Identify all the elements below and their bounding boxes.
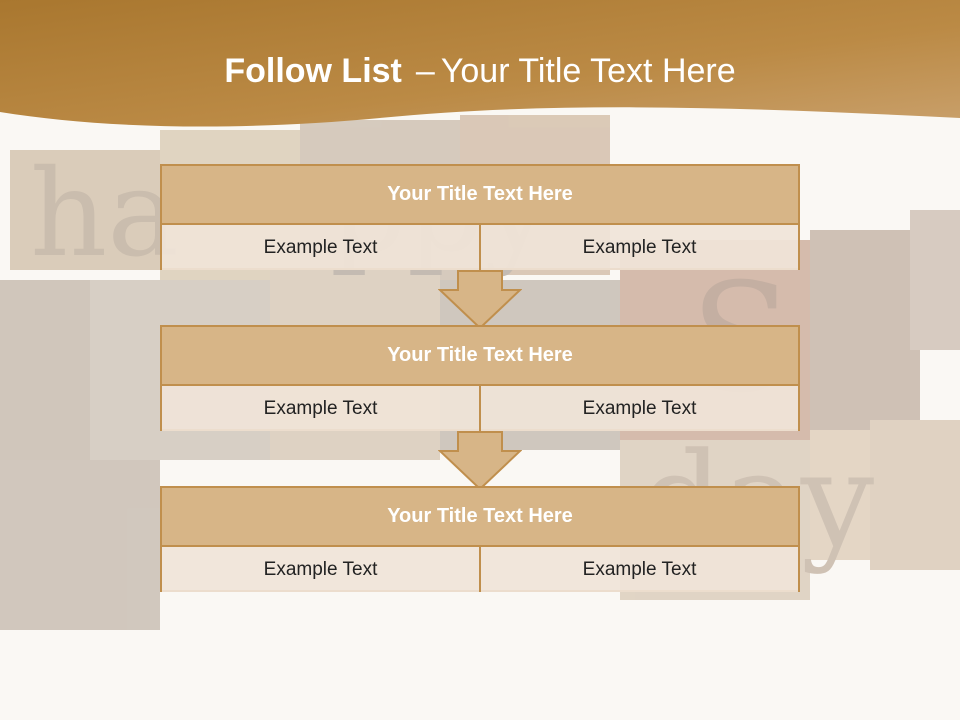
svg-text:ha: ha	[30, 145, 179, 284]
step-cell-right: Example Text	[479, 225, 798, 270]
header-wave-shape	[0, 0, 960, 127]
page-title: Follow List–Your Title Text Here	[0, 52, 960, 91]
step-cell-right: Example Text	[479, 547, 798, 592]
step-title: Your Title Text Here	[162, 488, 798, 547]
step-title: Your Title Text Here	[162, 166, 798, 225]
page-title-dash: –	[415, 52, 435, 90]
step-cell-left: Example Text	[162, 225, 479, 270]
step-cell-right: Example Text	[479, 386, 798, 431]
step-title: Your Title Text Here	[162, 327, 798, 386]
step-block-2: Your Title Text Here Example Text Exampl…	[160, 325, 800, 431]
down-arrow-icon	[438, 431, 522, 491]
header-band: Follow List–Your Title Text Here	[0, 0, 960, 140]
step-cell-left: Example Text	[162, 547, 479, 592]
down-arrow-icon	[438, 270, 522, 330]
step-block-3: Your Title Text Here Example Text Exampl…	[160, 486, 800, 592]
page-title-bold: Follow List	[224, 52, 402, 90]
page-title-rest: Your Title Text Here	[440, 52, 736, 90]
step-block-1: Your Title Text Here Example Text Exampl…	[160, 164, 800, 270]
step-cell-left: Example Text	[162, 386, 479, 431]
